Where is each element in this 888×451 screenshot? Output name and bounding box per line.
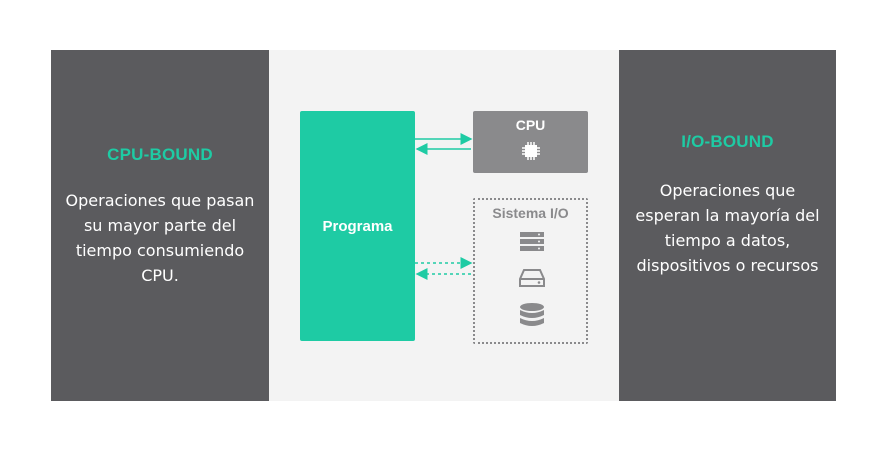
hard-drive-icon [519,269,545,287]
cpu-bound-title: CPU-BOUND [107,145,213,164]
io-bound-description: Operaciones que esperan la mayoría del t… [635,181,820,275]
io-bound-title: I/O-BOUND [681,132,774,151]
diagram-panel: Programa CPU Sistema I/O [269,50,619,401]
flow-arrows [415,133,473,280]
cpu-label: CPU [515,117,546,133]
io-bound-panel: I/O-BOUND Operaciones que esperan la may… [619,50,836,401]
cpu-bound-panel: CPU-BOUND Operaciones que pasan su mayor… [51,50,269,401]
cpu-chip-icon [522,142,540,160]
io-system-label: Sistema I/O [492,205,569,221]
io-system-box: Sistema I/O [473,198,588,344]
cpu-bound-description: Operaciones que pasan su mayor parte del… [65,191,255,285]
program-label: Programa [322,217,393,235]
program-box: Programa [300,111,415,341]
server-icon [520,232,544,251]
database-icon [520,303,544,326]
cpu-box: CPU [473,111,588,173]
